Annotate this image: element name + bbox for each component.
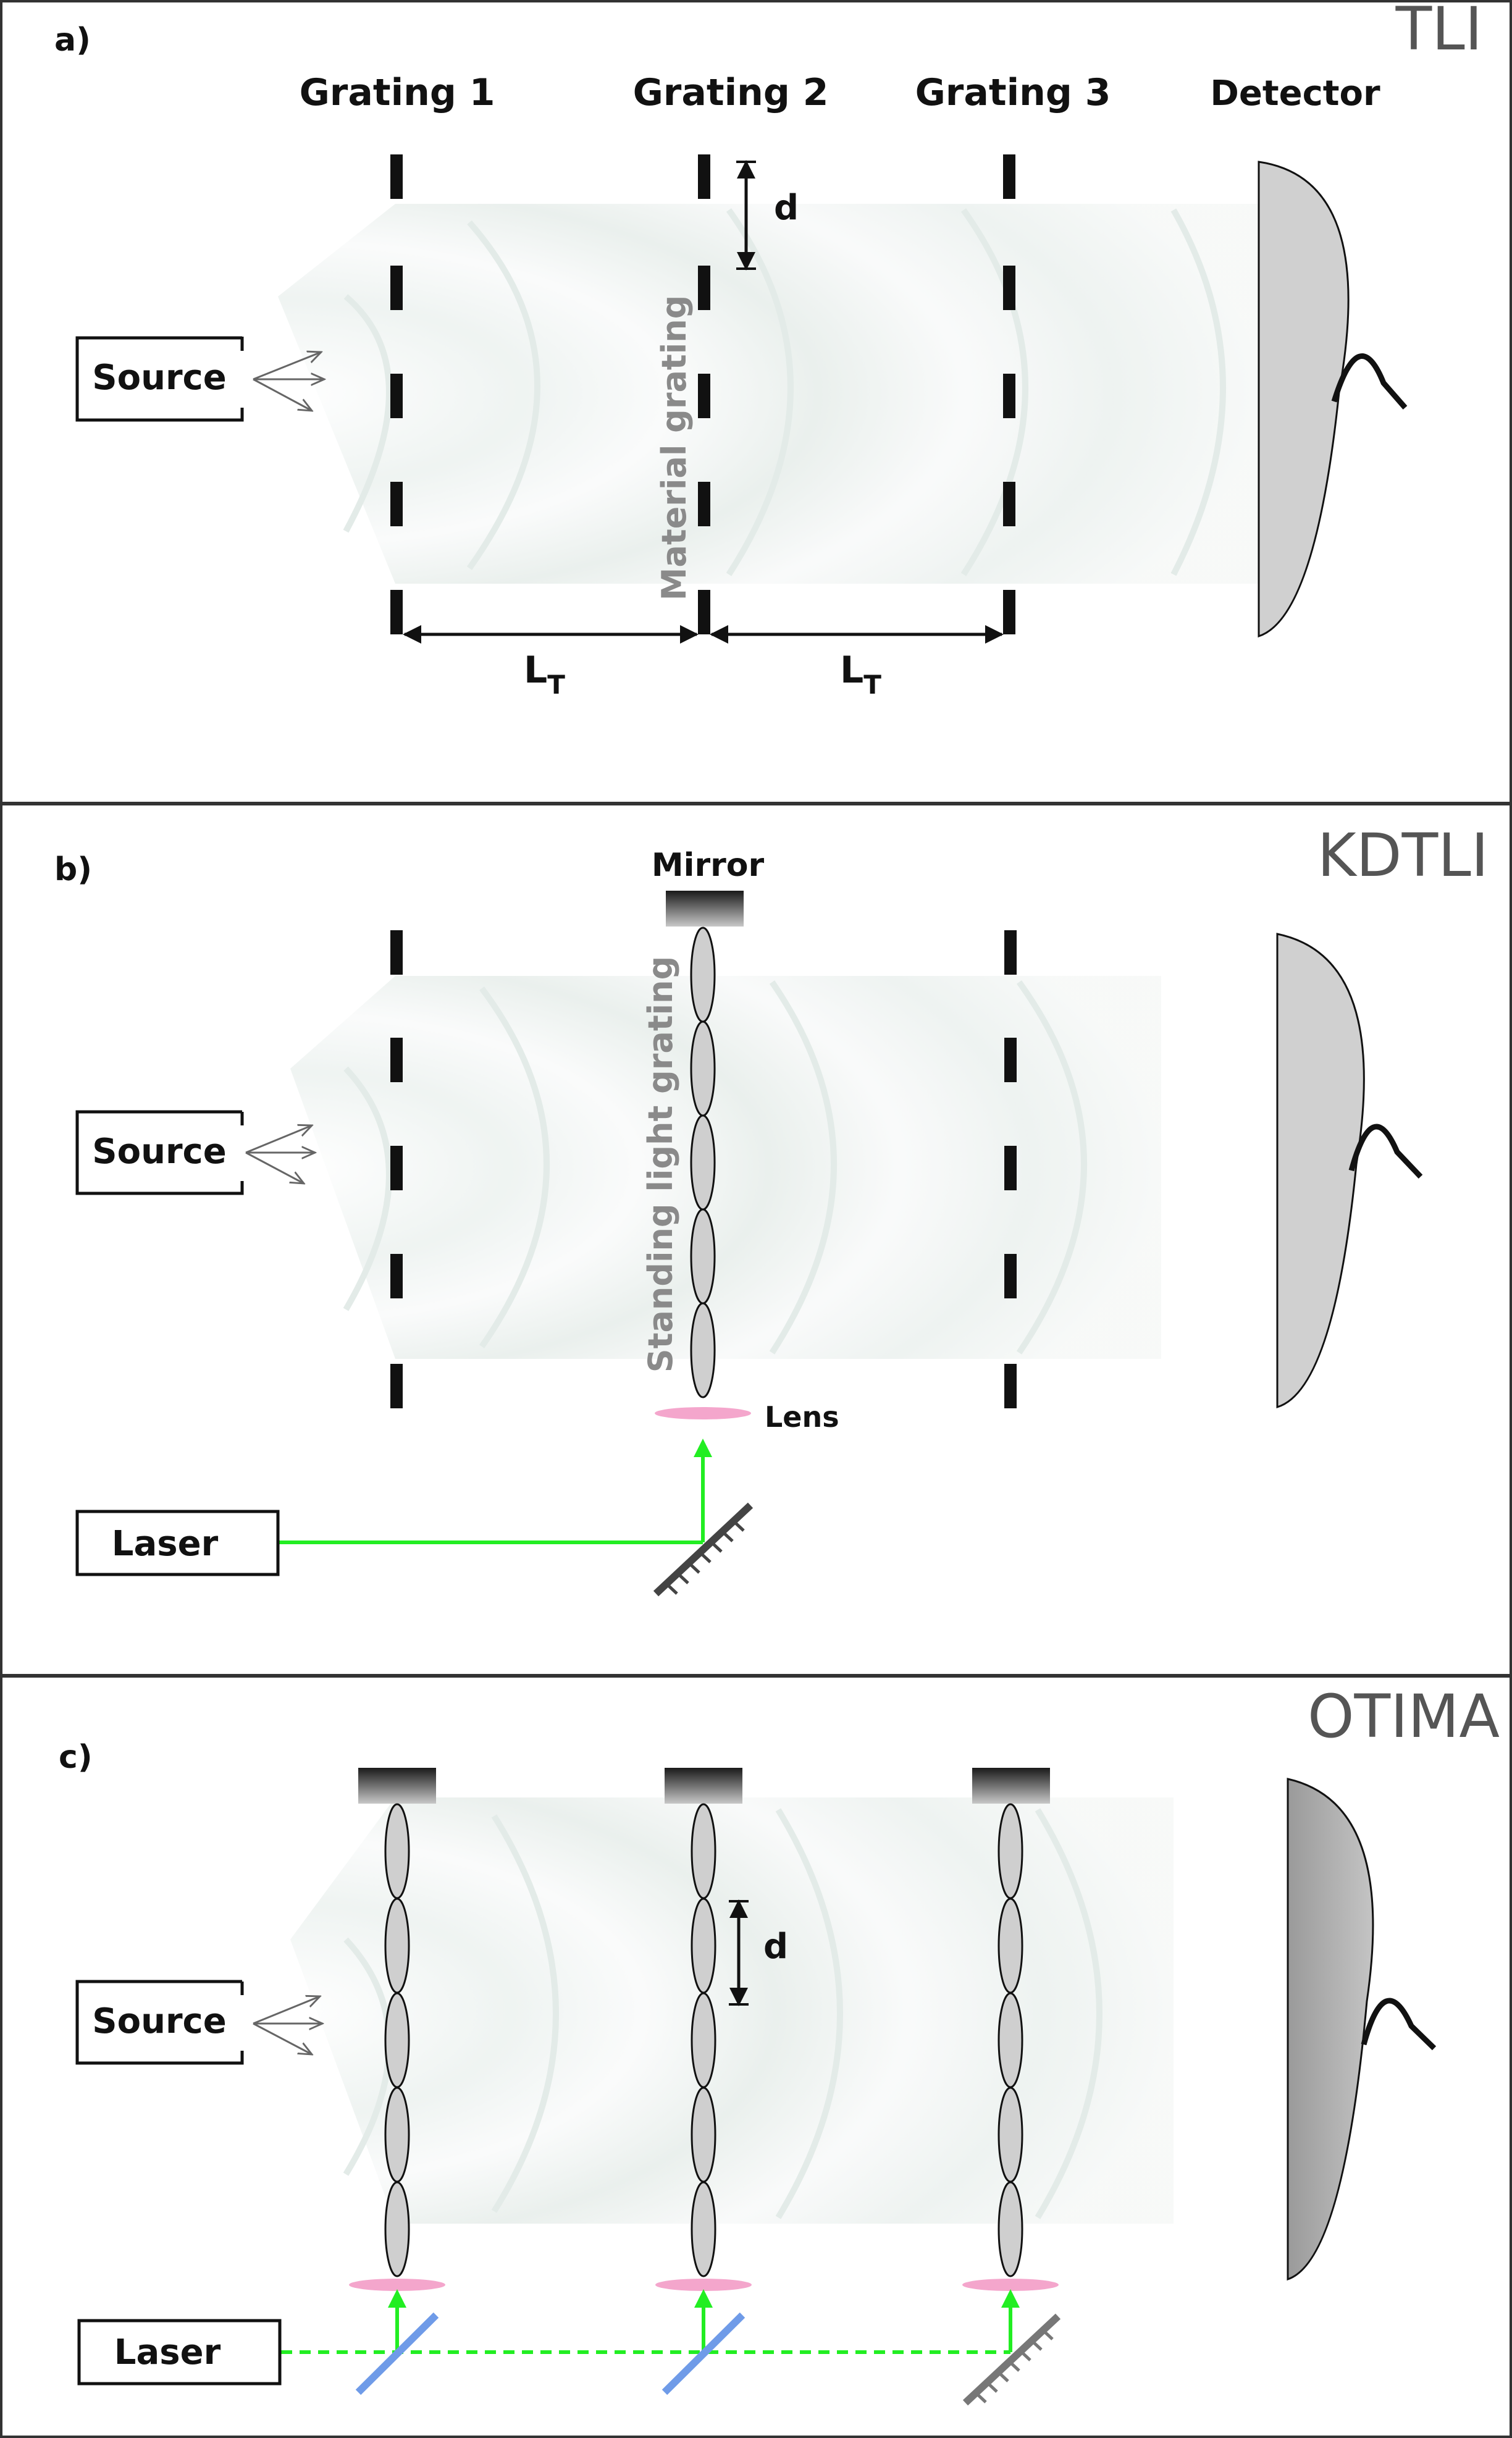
period-d-label: d [774,188,799,228]
lens-icon-2 [655,2279,752,2291]
wavefronts [343,1808,1102,2219]
detector-icon [1287,1778,1374,2281]
panel-tag: b) [54,851,92,888]
wavefronts [343,208,1226,576]
standing-light-grating-label: Standing light grating [641,956,680,1373]
mirror-icon-2 [665,1768,742,1804]
mirror-label: Mirror [652,847,765,884]
lens-icon [655,1407,751,1419]
laser-label: Laser [112,1524,219,1564]
lt-label-1: LT [524,649,565,700]
lt-label-2: LT [840,649,881,700]
lens-label: Lens [765,1400,839,1434]
laser-box [77,2319,282,2385]
laser-box [75,1510,280,1576]
panel-b: b) KDTLI Mirror Standing light grating L… [0,803,1512,1676]
standing-light-grating-1 [384,1803,410,2277]
panel-title: TLI [1395,0,1482,64]
period-d-label: d [763,1927,788,1967]
source-label: Source [92,358,226,398]
grating-1-label: Grating 1 [300,71,495,114]
panel-a: a) TLI Grating 1 Grating 2 Grating 3 Det… [0,0,1512,804]
detector-icon [1276,933,1365,1409]
standing-light-grating-2 [691,1803,716,2277]
panel-title: OTIMA [1308,1682,1500,1751]
source-box [75,1110,244,1195]
mirror-icon-1 [358,1768,436,1804]
mirror-icon [666,891,744,927]
source-label: Source [92,2001,226,2041]
panel-tag: c) [59,1739,93,1776]
material-grating-1 [390,154,403,634]
wavefronts [343,980,1087,1355]
material-grating-1 [390,930,403,1408]
material-grating-3 [1003,154,1015,634]
panel-tag: a) [54,22,91,59]
detector-signal-curve [1361,1998,1437,2051]
panel-title: KDTLI [1317,821,1489,890]
emission-arrows-icon [245,1125,315,1183]
source-box [75,1980,244,2065]
source-label: Source [92,1132,226,1172]
lens-icon-3 [962,2279,1059,2291]
beam-splitter-2 [662,2312,746,2395]
emission-arrows-icon [253,352,324,411]
detector-signal-curve [1331,353,1408,410]
reflecting-mirror-icon [962,2313,1061,2406]
mirror-icon-3 [972,1768,1050,1804]
material-grating-3 [1004,930,1017,1408]
detector-label: Detector [1210,74,1380,114]
reflecting-mirror-icon [653,1502,754,1597]
matter-wave-region [290,976,1161,1359]
grating-2-label: Grating 2 [633,71,829,114]
beam-splitter-1 [355,2312,439,2395]
matter-wave-region [278,204,1260,584]
standing-light-grating-3 [998,1803,1023,2277]
matter-wave-region [290,1797,1174,2224]
material-grating-2 [698,154,710,634]
emission-arrows-icon [253,1996,322,2054]
source-box [75,336,244,422]
material-grating-label: Material grating [655,295,694,601]
standing-light-grating [690,927,716,1398]
panel-c: c) OTIMA d [0,1675,1512,2438]
grating-3-label: Grating 3 [915,71,1111,114]
detector-signal-curve [1348,1124,1423,1179]
laser-label: Laser [114,2332,221,2373]
lens-icon-1 [349,2279,445,2291]
